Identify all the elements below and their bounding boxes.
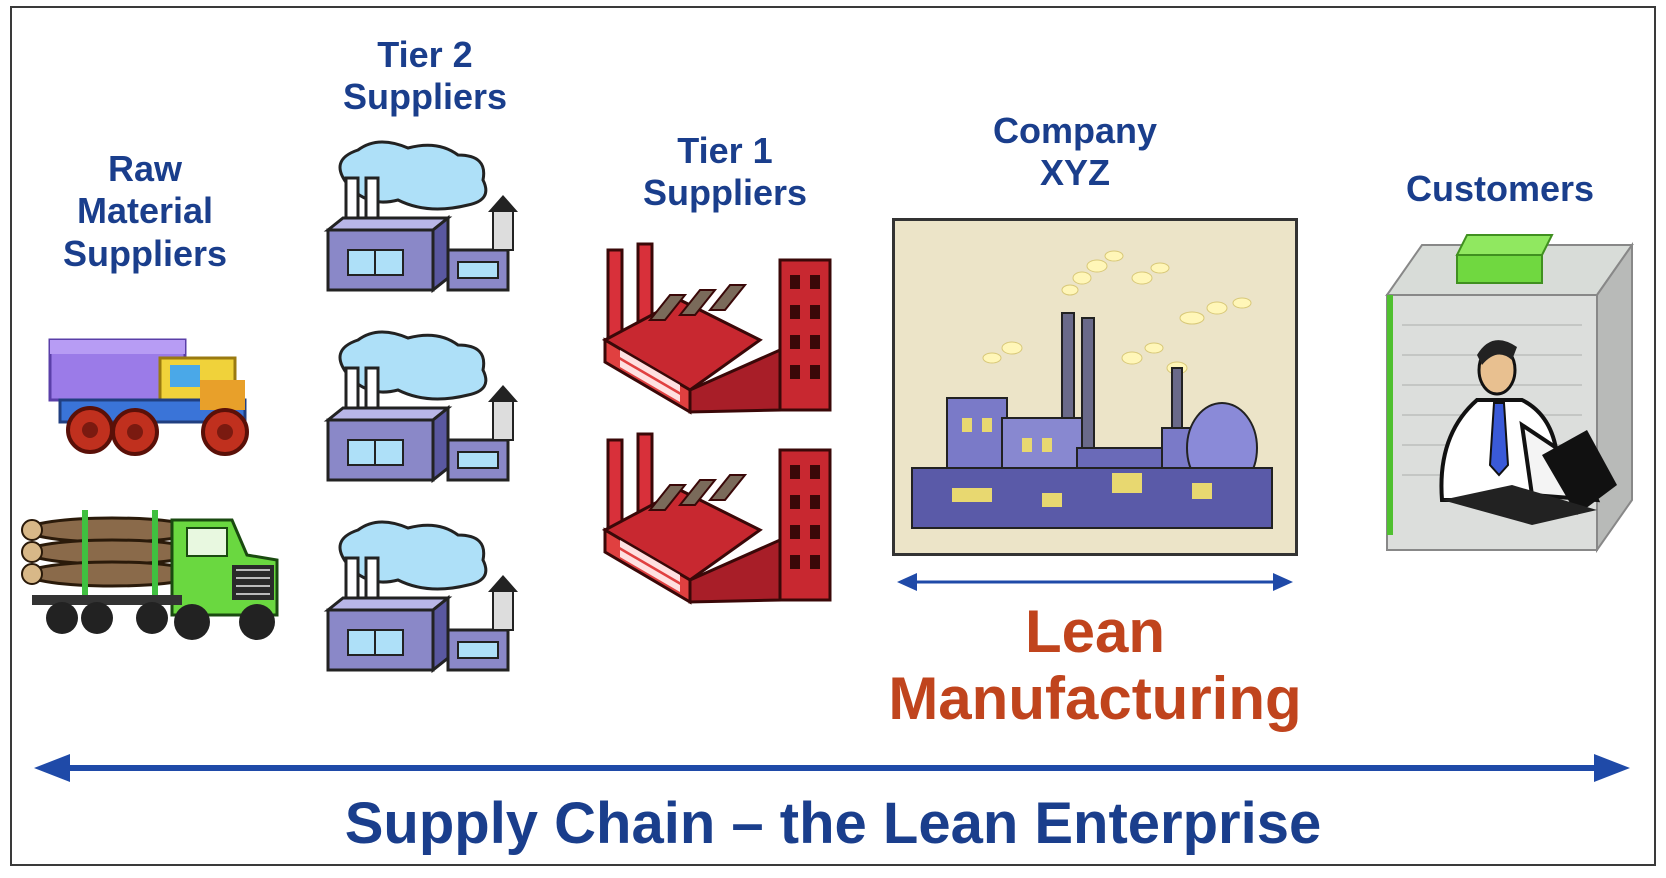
label-line: XYZ — [1039, 152, 1110, 194]
supply-chain-arrow — [34, 754, 1630, 782]
label-line: Suppliers — [642, 172, 808, 214]
label-line: Tier 1 — [677, 130, 773, 171]
customers-label: Customers — [1370, 168, 1630, 210]
lean-manufacturing-label: Lean Manufacturing — [850, 598, 1340, 732]
raw-material-suppliers-label: Raw Material Suppliers — [30, 148, 260, 275]
tier2-factory-icon-1 — [323, 140, 518, 294]
tier2-suppliers-label: Tier 2 Suppliers — [300, 34, 550, 119]
tier1-red-factory-icon-1 — [601, 242, 832, 415]
label-line: Customers — [1405, 168, 1595, 209]
tier1-red-factory-icon-2 — [601, 432, 832, 605]
label-line: Suppliers — [62, 232, 228, 274]
label-line: Lean — [1024, 598, 1166, 665]
label-line: Company — [992, 110, 1158, 151]
label-line: Tier 2 — [377, 34, 473, 75]
tier2-factory-icon-2 — [323, 330, 518, 484]
toy-truck-icon — [48, 338, 249, 456]
label-line: Manufacturing — [888, 665, 1302, 733]
supply-chain-label: Supply Chain – the Lean Enterprise — [344, 791, 1322, 856]
label-line: Suppliers — [342, 76, 508, 118]
lean-manufacturing-arrow — [897, 573, 1293, 591]
company-xyz-label: Company XYZ — [950, 110, 1200, 195]
tier1-suppliers-label: Tier 1 Suppliers — [600, 130, 850, 215]
label-line: Material — [76, 190, 214, 232]
industrial-plant-icon — [892, 218, 1298, 556]
customer-at-computer-icon — [1385, 234, 1634, 554]
diagram-frame — [10, 6, 1656, 866]
tier2-factory-icon-3 — [323, 520, 518, 674]
label-line: Raw — [107, 148, 183, 189]
log-truck-icon — [21, 510, 279, 640]
